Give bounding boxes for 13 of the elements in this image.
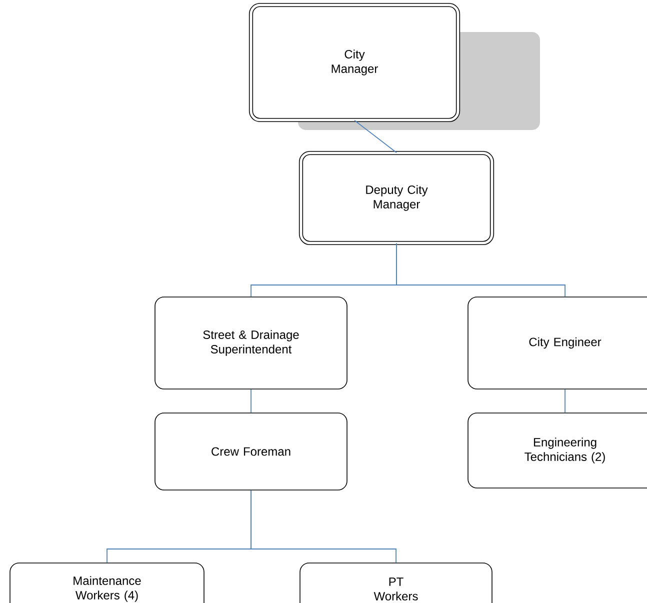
connector-line	[250, 388, 252, 414]
org-box: Street & Drainage Superintendent	[154, 296, 348, 390]
org-box: City Engineer	[468, 296, 647, 390]
org-box: City Manager	[248, 2, 460, 122]
org-box: Deputy City Manager	[298, 150, 494, 246]
connector-line	[396, 242, 566, 298]
org-box: Maintenance Workers (4)	[10, 562, 204, 603]
connector-line	[564, 388, 566, 414]
org-box: Engineering Technicians (2)	[468, 412, 647, 488]
connector-line	[250, 490, 396, 564]
connector-line	[354, 120, 397, 154]
org-box: PT Workers	[300, 562, 492, 603]
org-box: Crew Foreman	[154, 412, 348, 490]
